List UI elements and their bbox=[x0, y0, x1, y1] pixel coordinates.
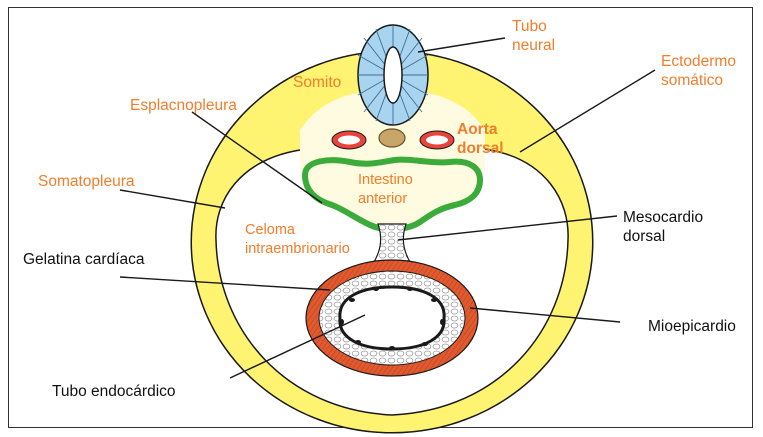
leader-ectodermo bbox=[520, 70, 655, 152]
label-intestino-anterior: Intestino anterior bbox=[358, 171, 413, 209]
label-intestino-line2: anterior bbox=[358, 191, 407, 207]
label-mesocardio-line1: Mesocardio bbox=[623, 209, 703, 226]
label-esplacnopleura: Esplacnopleura bbox=[130, 96, 237, 115]
label-ectodermo-line2: somático bbox=[661, 72, 723, 89]
label-somatopleura: Somatopleura bbox=[38, 172, 135, 191]
label-tubo-neural-line1: Tubo bbox=[512, 18, 547, 35]
label-ectodermo: Ectodermo somático bbox=[661, 52, 736, 90]
notochord bbox=[379, 129, 405, 147]
label-aorta-line2: dorsal bbox=[457, 140, 504, 157]
label-celoma-line2: intraembrionario bbox=[245, 241, 350, 257]
label-gelatina-cardiaca: Gelatina cardíaca bbox=[23, 250, 145, 269]
label-celoma: Celoma intraembrionario bbox=[245, 221, 350, 259]
label-intestino-line1: Intestino bbox=[358, 172, 413, 188]
endocardial-tube bbox=[340, 287, 444, 349]
label-mesocardio-dorsal: Mesocardio dorsal bbox=[623, 208, 703, 246]
label-mesocardio-line2: dorsal bbox=[623, 228, 665, 245]
label-aorta-dorsal: Aorta dorsal bbox=[457, 120, 504, 158]
label-tubo-neural-line2: neural bbox=[512, 37, 555, 54]
label-somito: Somito bbox=[293, 73, 341, 92]
aorta-left bbox=[332, 131, 366, 149]
neural-canal bbox=[384, 47, 402, 103]
label-celoma-line1: Celoma bbox=[245, 222, 295, 238]
leader-tubo-neural bbox=[418, 38, 505, 52]
aorta-right bbox=[420, 131, 454, 149]
label-tubo-endocardico: Tubo endocárdico bbox=[52, 382, 176, 401]
label-tubo-neural: Tubo neural bbox=[512, 17, 555, 55]
label-ectodermo-line1: Ectodermo bbox=[661, 53, 736, 70]
label-mioepicardio: Mioepicardio bbox=[648, 317, 736, 336]
label-aorta-line1: Aorta bbox=[457, 121, 497, 138]
